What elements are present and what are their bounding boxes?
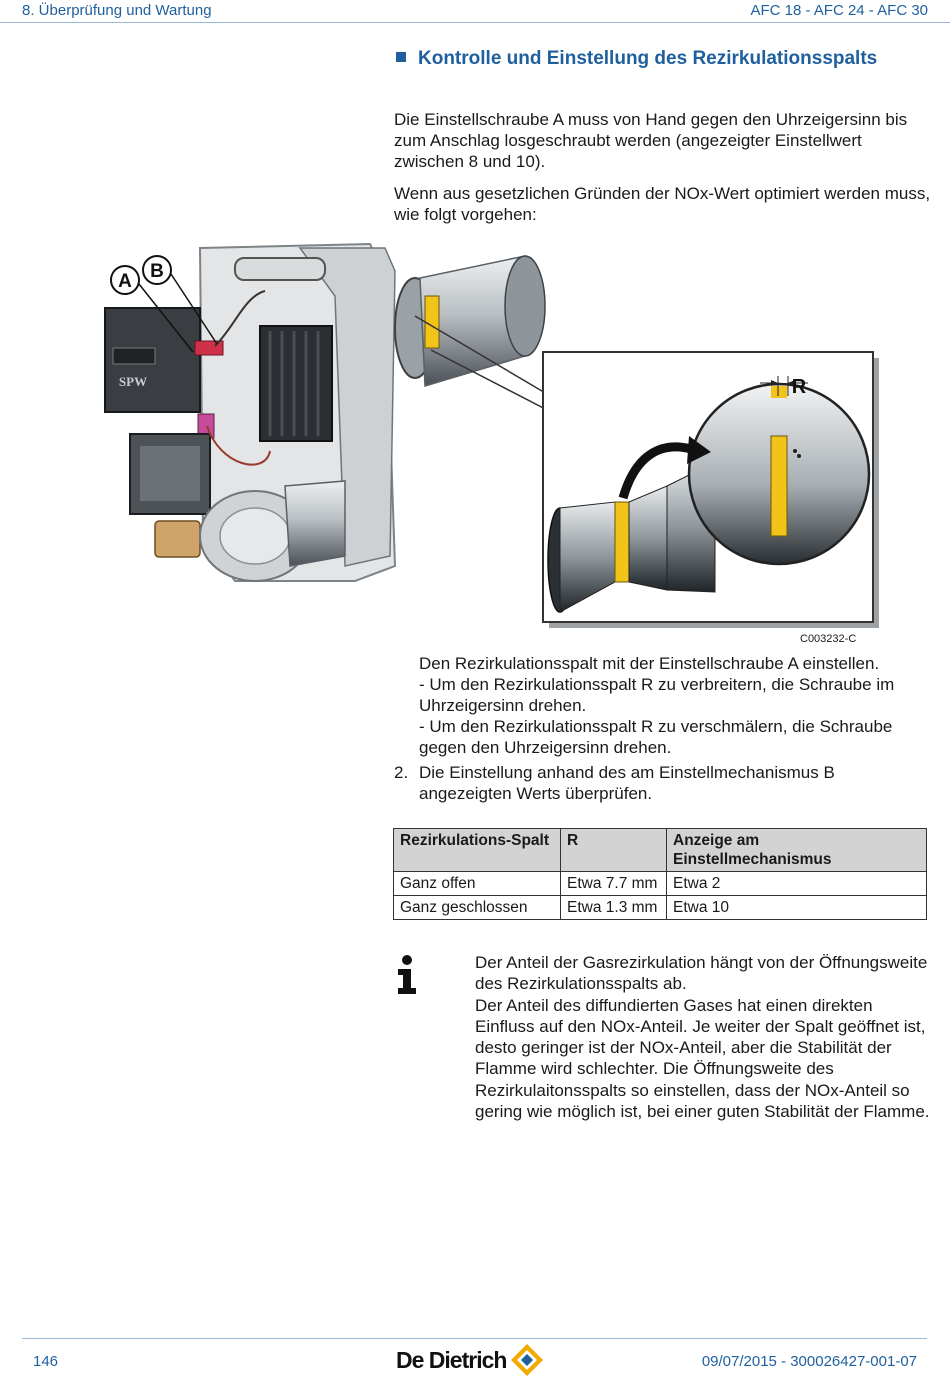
brand-diamond-icon — [511, 1344, 544, 1376]
chapter-header: 8. Überprüfung und Wartung — [22, 2, 212, 19]
step-1-text: Den Rezirkulationsspalt mit der Einstell… — [419, 653, 924, 758]
control-box-brand: SPW — [119, 374, 147, 389]
table-row: Ganz offen Etwa 7.7 mm Etwa 2 — [393, 871, 927, 896]
section-title-text: Kontrolle und Einstellung des Rezirkulat… — [418, 48, 878, 69]
note-line-1: Der Anteil der Gasrezirkulation hängt vo… — [475, 953, 928, 994]
step-1-number — [394, 653, 419, 758]
info-icon — [398, 955, 416, 994]
table-cell: Etwa 10 — [666, 895, 927, 920]
recirculation-table: Rezirkulations-Spalt R Anzeige am Einste… — [393, 828, 927, 920]
brand-logo: De Dietrich — [396, 1343, 544, 1377]
figure-code: C003232-C — [800, 633, 857, 645]
document-reference: 09/07/2015 - 300026427-001-07 — [701, 1353, 917, 1370]
step-2: 2. Die Einstellung anhand des am Einstel… — [394, 762, 924, 804]
header-display: Anzeige am Einstellmechanismus — [666, 828, 927, 872]
header-r: R — [560, 828, 667, 872]
info-note: Der Anteil der Gasrezirkulation hängt vo… — [475, 952, 930, 1122]
footer-divider — [22, 1338, 927, 1339]
brand-name: De Dietrich — [396, 1346, 507, 1373]
burner-illustration: SPW R A — [104, 242, 879, 628]
label-a: A — [118, 271, 132, 292]
intro-paragraph-1: Die Einstellschraube A muss von Hand geg… — [394, 110, 908, 171]
step-1: Den Rezirkulationsspalt mit der Einstell… — [394, 653, 924, 758]
step-1-line-3: - Um den Rezirkulationsspalt R zu versch… — [419, 717, 893, 757]
step-1-line-1: Den Rezirkulationsspalt mit der Einstell… — [419, 654, 880, 673]
table-row: Ganz geschlossen Etwa 1.3 mm Etwa 10 — [393, 895, 927, 920]
table-cell: Etwa 7.7 mm — [560, 871, 667, 896]
step-1-line-2: - Um den Rezirkulationsspalt R zu verbre… — [419, 675, 895, 715]
step-2-number: 2. — [394, 763, 409, 782]
table-cell: Etwa 2 — [666, 871, 927, 896]
steps-list: Den Rezirkulationsspalt mit der Einstell… — [394, 653, 924, 804]
note-line-2: Der Anteil des diffundierten Gases hat e… — [475, 995, 930, 1122]
header-divider — [0, 22, 950, 23]
intro-paragraph-2: Wenn aus gesetzlichen Gründen der NOx-We… — [394, 184, 931, 224]
table-cell: Ganz offen — [393, 871, 561, 896]
section-title: Kontrolle und Einstellung des Rezirkulat… — [396, 48, 877, 70]
page-number: 146 — [33, 1353, 59, 1370]
table-cell: Ganz geschlossen — [393, 895, 561, 920]
label-b: B — [150, 261, 164, 282]
square-bullet-icon — [396, 52, 406, 62]
step-2-text: Die Einstellung anhand des am Einstellme… — [419, 763, 835, 803]
header-gap: Rezirkulations-Spalt — [393, 828, 561, 872]
table-header-row: Rezirkulations-Spalt R Anzeige am Einste… — [393, 828, 927, 872]
label-r: R — [792, 376, 807, 398]
table-cell: Etwa 1.3 mm — [560, 895, 667, 920]
model-header: AFC 18 - AFC 24 - AFC 30 — [750, 2, 928, 19]
